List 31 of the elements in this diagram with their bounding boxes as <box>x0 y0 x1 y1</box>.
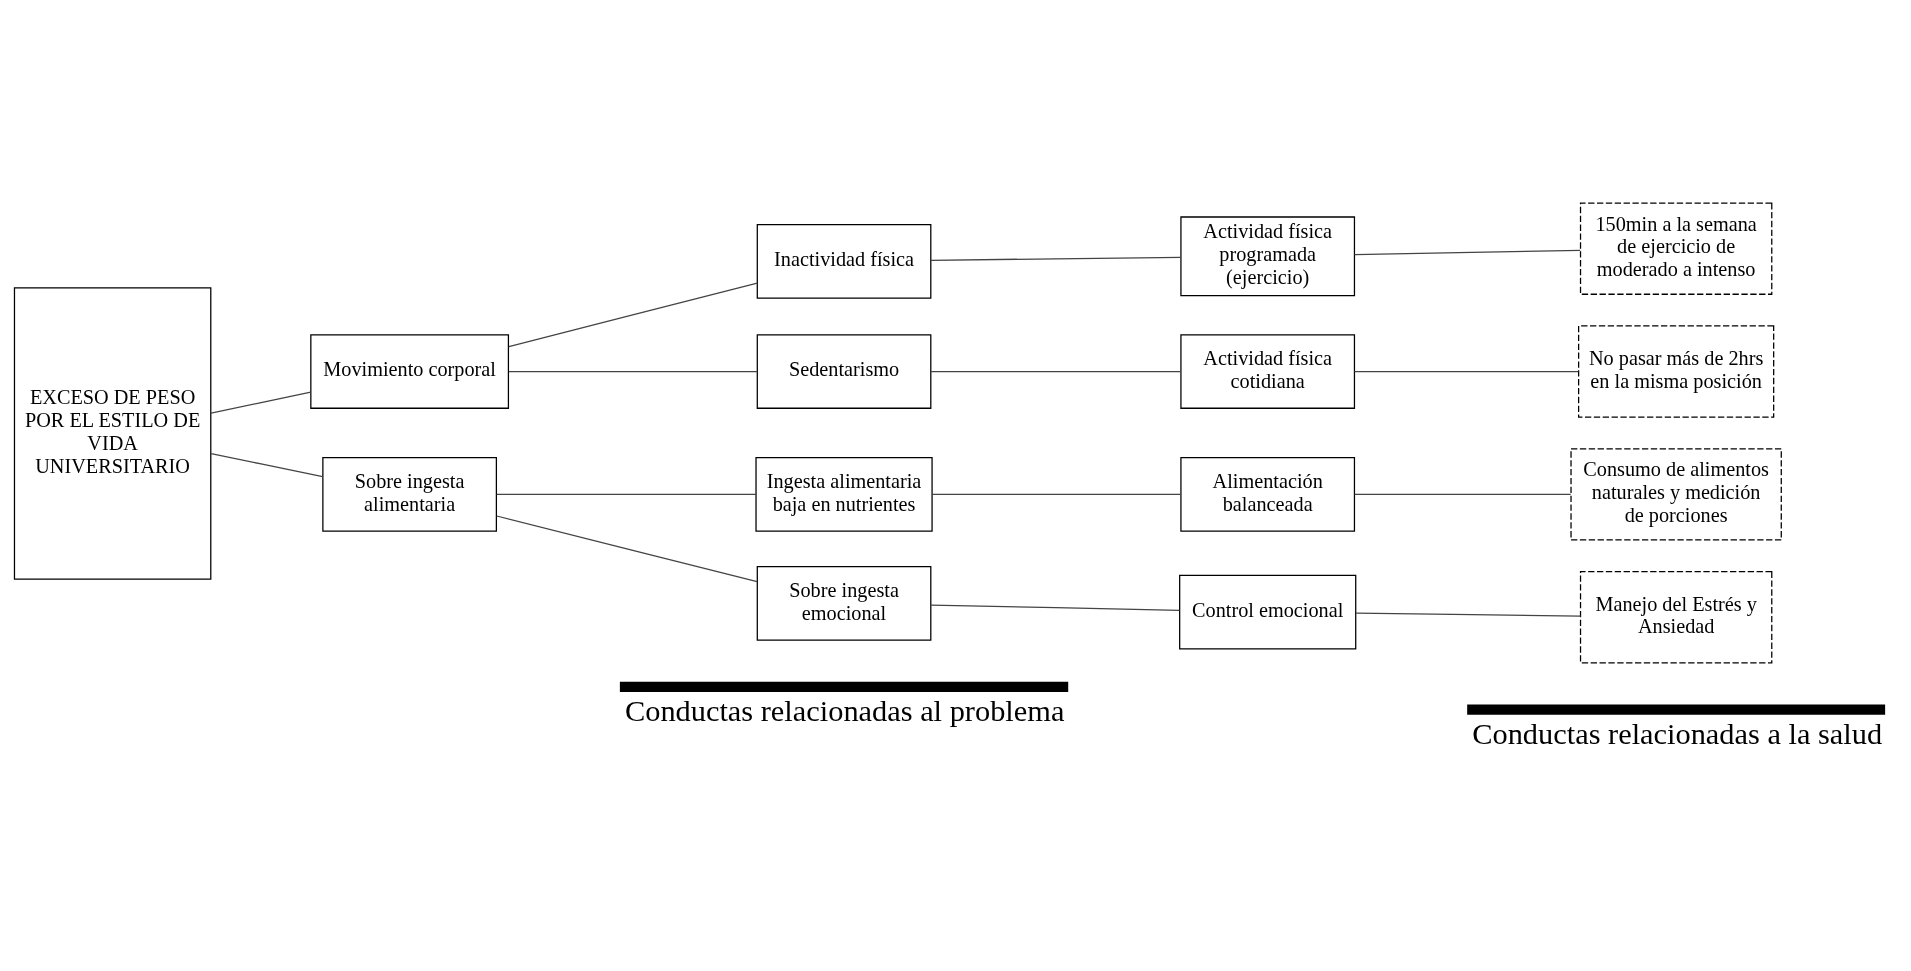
connector <box>508 370 758 373</box>
connector <box>931 493 1182 495</box>
connector <box>930 370 1182 373</box>
node-box: Sobre ingesta emocional <box>756 565 932 641</box>
node-box: Control emocional <box>1179 574 1357 650</box>
label: Conductas relacionadas al problema <box>624 694 1065 729</box>
connector <box>496 493 757 495</box>
node-box: No pasar más de 2hrs en la misma posición <box>1578 325 1775 418</box>
connector <box>930 604 1180 611</box>
node-box: Sedentarismo <box>756 334 932 409</box>
connector <box>210 391 312 414</box>
node-box: Actividad física cotidiana <box>1180 334 1356 409</box>
connector <box>210 453 324 478</box>
connector <box>508 282 758 348</box>
node-box: Alimentación balanceada <box>1180 457 1356 532</box>
node-box: Sobre ingesta alimentaria <box>322 457 498 532</box>
node-box: Actividad física programada (ejercicio) <box>1180 216 1356 297</box>
connector <box>1353 249 1581 256</box>
node-box: Consumo de alimentos naturales y medición de porciones <box>1570 448 1782 541</box>
node-box: Ingesta alimentaria baja en nutrientes <box>755 457 933 532</box>
node-box: EXCESO DE PESO POR EL ESTILO DE VIDA UNIVERSITARIO <box>13 287 212 580</box>
node-box: Movimiento corporal <box>310 334 510 409</box>
label: Conductas relacionadas a la salud <box>1472 717 1883 752</box>
connector <box>1353 370 1580 373</box>
connector <box>496 515 758 583</box>
connector <box>1353 493 1572 495</box>
node-box: 150min a la semana de ejercicio de moderado a intenso <box>1579 202 1773 295</box>
connector <box>930 256 1182 261</box>
connector <box>1355 612 1582 617</box>
node-box: Inactividad física <box>756 223 932 299</box>
node-box: Manejo del Estrés y Ansiedad <box>1579 571 1773 664</box>
